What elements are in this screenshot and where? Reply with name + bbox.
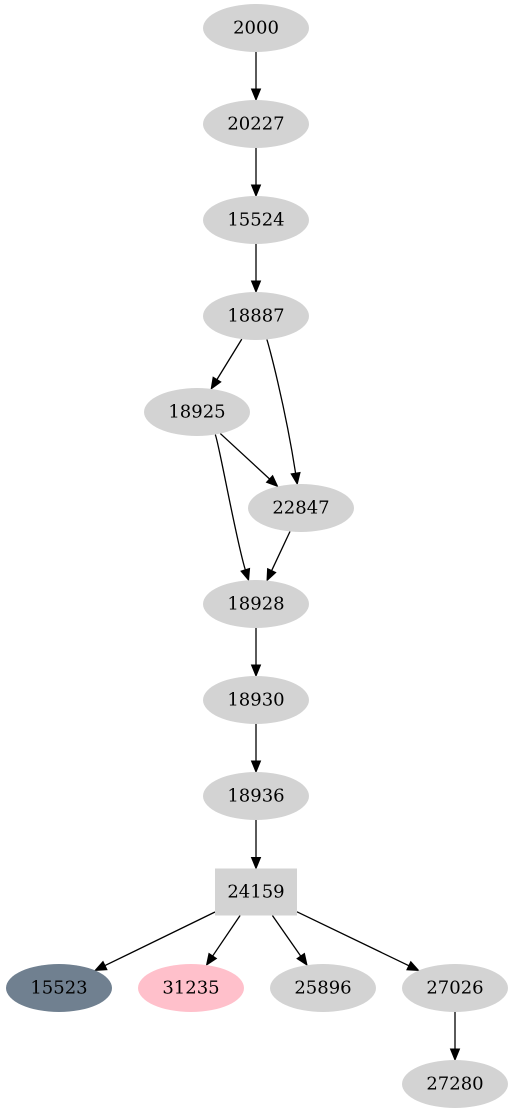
node-18930: 18930: [203, 676, 309, 724]
arrowhead-24159-to-31235: [205, 952, 218, 967]
nodes-layer: 2000 20227 15524 18887 18925 22847 18928 18930 1…: [6, 4, 508, 1108]
edges-layer: [93, 52, 461, 1062]
node-shape-15524: [203, 196, 309, 244]
node-shape-20227: [203, 100, 309, 148]
arrowhead-18887-to-22847: [290, 471, 301, 486]
node-shape-18928: [203, 580, 309, 628]
arrowhead-22847-to-18928: [266, 567, 277, 582]
node-shape-27026: [402, 964, 508, 1012]
node-label-18925: 18925: [168, 402, 225, 423]
node-15523: 15523: [6, 964, 112, 1012]
node-2000: 2000: [203, 4, 309, 52]
node-label-20227: 20227: [227, 114, 284, 135]
node-20227: 20227: [203, 100, 309, 148]
node-shape-15523: [6, 964, 112, 1012]
arrowhead-18930-to-18936: [250, 760, 262, 774]
arrowhead-18887-to-18925: [210, 376, 222, 391]
edge-18925-to-22847: [219, 433, 271, 480]
node-shape-31235: [138, 964, 244, 1012]
arrowhead-24159-to-27026: [406, 960, 420, 972]
arrowhead-18925-to-18928: [240, 567, 251, 582]
arrowhead-24159-to-25896: [296, 952, 308, 967]
node-18936: 18936: [203, 772, 309, 820]
node-27280: 27280: [402, 1060, 508, 1108]
arrowhead-20227-to-15524: [250, 184, 262, 198]
node-shape-22847: [248, 484, 354, 532]
node-31235: 31235: [138, 964, 244, 1012]
arrowhead-27026-to-27280: [449, 1048, 461, 1062]
arrowhead-24159-to-15523: [93, 960, 108, 971]
node-label-18936: 18936: [227, 786, 284, 807]
node-shape-2000: [203, 4, 309, 52]
node-18928: 18928: [203, 580, 309, 628]
arrowhead-18928-to-18930: [250, 664, 262, 678]
node-label-18928: 18928: [227, 594, 284, 615]
edge-18887-to-22847: [266, 339, 297, 474]
node-label-25896: 25896: [294, 978, 351, 999]
node-22847: 22847: [248, 484, 354, 532]
node-label-18930: 18930: [227, 690, 284, 711]
node-label-27026: 27026: [426, 978, 483, 999]
node-label-15524: 15524: [227, 210, 284, 231]
node-label-22847: 22847: [272, 498, 329, 519]
node-label-27280: 27280: [426, 1074, 483, 1095]
node-label-18887: 18887: [227, 306, 284, 327]
node-shape-24159: [215, 868, 297, 916]
arrowhead-18936-to-24159: [250, 857, 262, 870]
node-18925: 18925: [144, 388, 250, 436]
node-18887: 18887: [203, 292, 309, 340]
edge-22847-to-18928: [271, 531, 291, 571]
node-24159: 24159: [215, 868, 297, 916]
node-27026: 27026: [402, 964, 508, 1012]
node-shape-27280: [402, 1060, 508, 1108]
edge-24159-to-31235: [212, 915, 241, 957]
arrowhead-18925-to-22847: [265, 474, 279, 488]
node-label-15523: 15523: [30, 978, 87, 999]
node-shape-18887: [203, 292, 309, 340]
node-shape-18925: [144, 388, 250, 436]
node-label-24159: 24159: [227, 882, 284, 903]
node-shape-25896: [270, 964, 376, 1012]
arrowhead-15524-to-18887: [250, 280, 262, 294]
node-label-2000: 2000: [233, 18, 279, 39]
node-label-31235: 31235: [162, 978, 219, 999]
node-shape-18936: [203, 772, 309, 820]
edge-18887-to-18925: [216, 338, 243, 380]
node-15524: 15524: [203, 196, 309, 244]
node-25896: 25896: [270, 964, 376, 1012]
edge-24159-to-15523: [104, 911, 216, 967]
edge-24159-to-25896: [271, 915, 302, 957]
edge-24159-to-27026: [296, 911, 410, 967]
node-shape-18930: [203, 676, 309, 724]
edge-18925-to-18928: [214, 434, 246, 570]
arrowhead-2000-to-20227: [250, 88, 262, 102]
